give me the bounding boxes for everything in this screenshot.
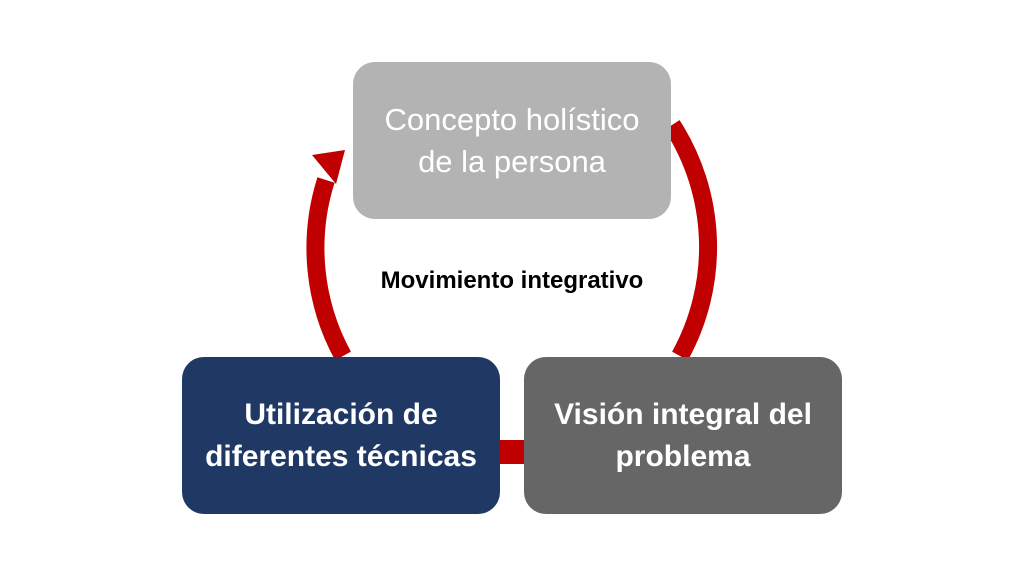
arrow-right-to-left: [498, 440, 526, 464]
center-label: Movimiento integrativo: [380, 267, 644, 294]
node-holistic-concept: Concepto holístico de la persona: [353, 62, 671, 219]
arrow-left-to-top: [306, 177, 351, 361]
arrowhead-into-top: [312, 150, 345, 184]
node-techniques: Utilización de diferentes técnicas: [182, 357, 500, 514]
node-holistic-concept-label: Concepto holístico de la persona: [384, 101, 640, 179]
node-integral-vision-label: Visión integral del problema: [554, 397, 812, 473]
node-techniques-label: Utilización de diferentes técnicas: [205, 397, 477, 473]
arrow-top-to-right: [664, 120, 718, 361]
node-integral-vision: Visión integral del problema: [524, 357, 842, 514]
